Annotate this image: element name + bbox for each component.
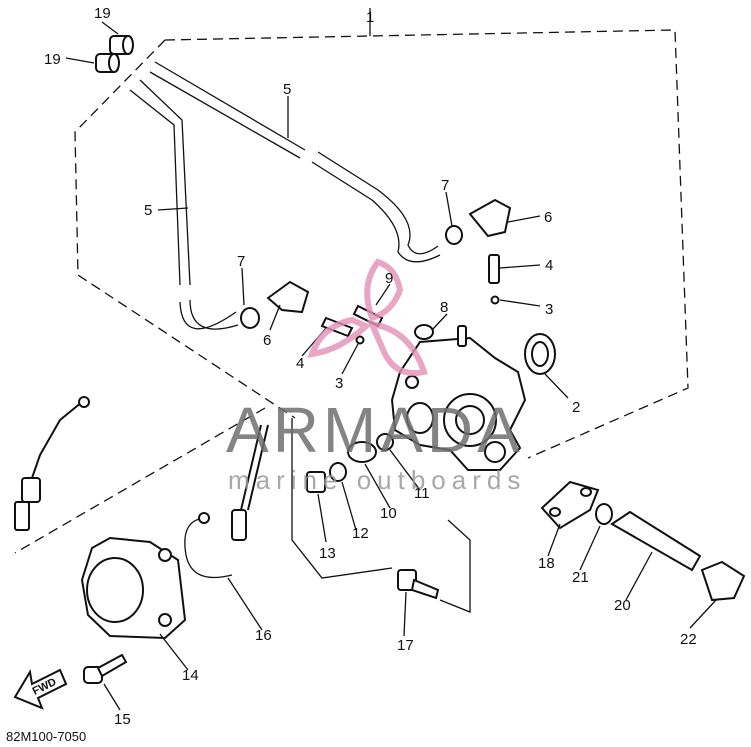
callout-20: 20 bbox=[614, 597, 631, 614]
callout-6: 6 bbox=[544, 209, 552, 226]
callout-1: 1 bbox=[366, 9, 374, 26]
callout-8: 8 bbox=[440, 299, 448, 316]
propeller-logo-icon bbox=[307, 258, 428, 376]
forward-arrow-icon: FWD bbox=[13, 668, 68, 710]
watermark: ARMADA marine outboards bbox=[226, 258, 526, 495]
callout-4: 4 bbox=[296, 355, 304, 372]
callout-3: 3 bbox=[545, 301, 553, 318]
leader-lines bbox=[65, 21, 717, 711]
callout-22: 22 bbox=[680, 631, 697, 648]
callout-5: 5 bbox=[283, 81, 291, 98]
callout-9: 9 bbox=[385, 270, 393, 287]
callout-21: 21 bbox=[572, 569, 589, 586]
callout-14: 14 bbox=[182, 667, 199, 684]
watermark-tagline: marine outboards bbox=[228, 465, 526, 495]
callout-17: 17 bbox=[397, 637, 414, 654]
washers bbox=[306, 433, 394, 493]
callout-16: 16 bbox=[255, 627, 272, 644]
hose-clamp bbox=[95, 35, 134, 73]
callout-7: 7 bbox=[237, 253, 245, 270]
callout-11: 11 bbox=[414, 485, 430, 502]
elbow-fitting bbox=[240, 198, 512, 329]
diagram-reference-code: 82M100-7050 bbox=[6, 729, 86, 744]
fuel-hose bbox=[129, 61, 441, 330]
callout-3: 3 bbox=[335, 375, 343, 392]
sensor-lead bbox=[14, 396, 90, 531]
callout-labels: 1 2 3 3 4 4 5 5 6 6 7 7 8 9 10 11 12 13 … bbox=[44, 5, 697, 728]
callout-13: 13 bbox=[319, 545, 336, 562]
callout-19: 19 bbox=[44, 51, 61, 68]
callout-10: 10 bbox=[380, 505, 397, 522]
callout-5: 5 bbox=[144, 202, 152, 219]
callout-6: 6 bbox=[263, 332, 271, 349]
callout-15: 15 bbox=[114, 711, 131, 728]
callout-2: 2 bbox=[572, 399, 580, 416]
callout-4: 4 bbox=[545, 257, 553, 274]
pump-cover bbox=[80, 536, 187, 684]
callout-18: 18 bbox=[538, 555, 555, 572]
check-valve-spring bbox=[320, 254, 500, 345]
watermark-brand: ARMADA bbox=[226, 394, 524, 466]
assembly-boundary bbox=[14, 8, 689, 613]
callout-12: 12 bbox=[352, 525, 369, 542]
control-cable bbox=[184, 424, 269, 579]
callout-19: 19 bbox=[94, 5, 111, 22]
bolt bbox=[397, 569, 440, 600]
callout-7: 7 bbox=[441, 177, 449, 194]
drive-assembly bbox=[540, 480, 746, 602]
